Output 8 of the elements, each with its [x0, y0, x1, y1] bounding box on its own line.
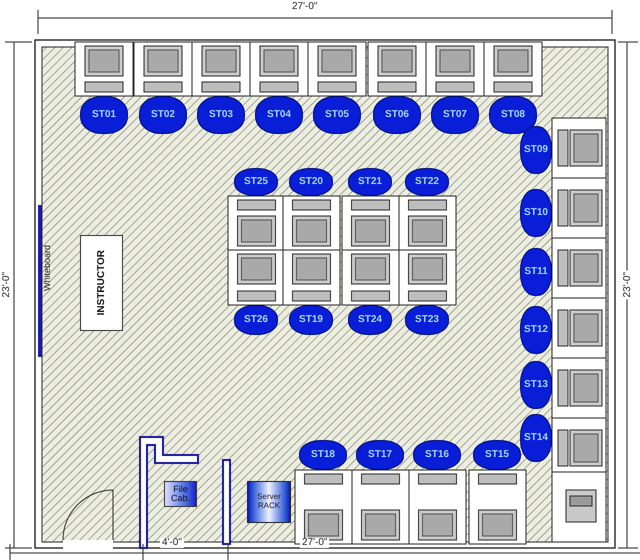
server-rack: Server RACK — [247, 481, 291, 523]
dimension-label: 23'-0" — [2, 270, 12, 300]
file-cabinet: File Cab. — [164, 481, 197, 507]
instructor-desk: INSTRUCTOR — [80, 235, 123, 331]
dimension-label: 4'-0" — [160, 538, 184, 548]
dimension-label: 27'-0" — [300, 538, 330, 548]
dimension-label: 23'-0" — [623, 270, 633, 300]
dimension-label: 27'-0" — [290, 2, 320, 12]
